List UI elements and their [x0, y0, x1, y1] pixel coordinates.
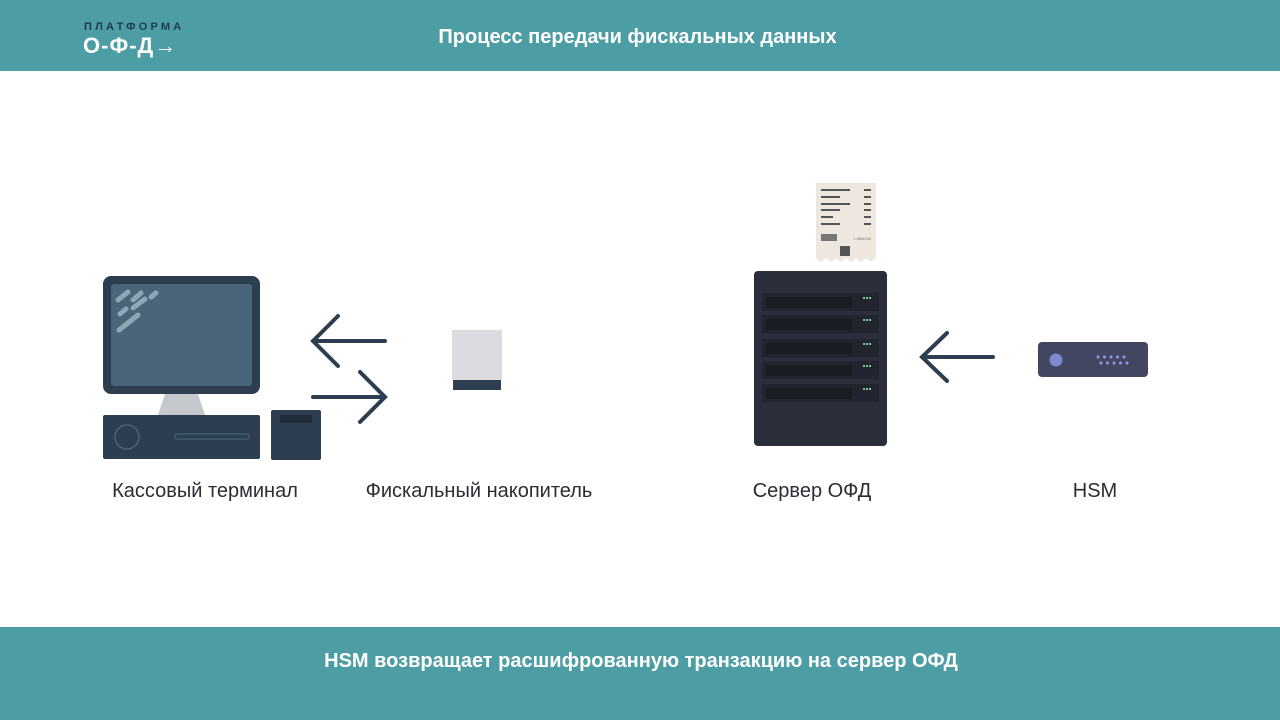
- server-grille: [766, 388, 852, 399]
- server-led: [866, 365, 868, 367]
- hsm-led: [1122, 355, 1126, 359]
- label-cash-terminal: Кассовый терминал: [112, 480, 298, 502]
- server-led: [869, 343, 871, 345]
- server-grille: [766, 319, 852, 330]
- server-led: [866, 343, 868, 345]
- server-led: [869, 388, 871, 390]
- label-ofd-server: Сервер ОФД: [752, 480, 872, 502]
- server-led: [869, 365, 871, 367]
- server-led: [866, 388, 868, 390]
- server-led: [863, 365, 865, 367]
- hsm-led: [1125, 361, 1129, 365]
- server-grille: [766, 343, 852, 354]
- hsm-led: [1115, 355, 1120, 359]
- hsm-led: [1118, 361, 1123, 365]
- logo: О-Ф-Д→: [83, 33, 178, 58]
- arrow-left-icon: [919, 331, 995, 383]
- server-grille: [766, 365, 852, 376]
- hsm-led: [1099, 361, 1103, 365]
- server-led: [869, 319, 871, 321]
- server-led: [863, 319, 865, 321]
- step-caption: HSM возвращает расшифрованную транзакцию…: [324, 650, 958, 672]
- label-hsm: HSM: [1072, 480, 1118, 502]
- server-led: [866, 319, 868, 321]
- page-title: Процесс передачи фискальных данных: [438, 26, 837, 48]
- hsm-led: [1109, 355, 1113, 359]
- footer-bar: [0, 627, 1280, 720]
- server-grille: [766, 297, 852, 308]
- fiscal-drive-icon: [452, 330, 502, 390]
- cash-terminal-icon: [103, 276, 321, 460]
- hsm-device-icon: [1038, 342, 1148, 377]
- receipt-icon: = 3000.00: [816, 183, 876, 262]
- hsm-led: [1096, 355, 1100, 359]
- label-fiscal-drive: Фискальный накопитель: [365, 480, 593, 502]
- header-bar: ПЛАТФОРМА О-Ф-Д→ Процесс передачи фискал…: [0, 0, 1280, 71]
- hsm-led: [1102, 355, 1107, 359]
- logo-top-text: ПЛАТФОРМА: [84, 21, 185, 33]
- hsm-led: [1112, 361, 1116, 365]
- receipt-amount: = 3000.00: [853, 236, 872, 241]
- server-led: [863, 343, 865, 345]
- server-led: [863, 297, 865, 299]
- server-icon: [754, 271, 887, 446]
- server-led: [866, 297, 868, 299]
- arrow-right-icon: [311, 370, 388, 424]
- hsm-led: [1105, 361, 1110, 365]
- server-led: [863, 388, 865, 390]
- server-led: [869, 297, 871, 299]
- arrow-left-icon: [310, 314, 387, 368]
